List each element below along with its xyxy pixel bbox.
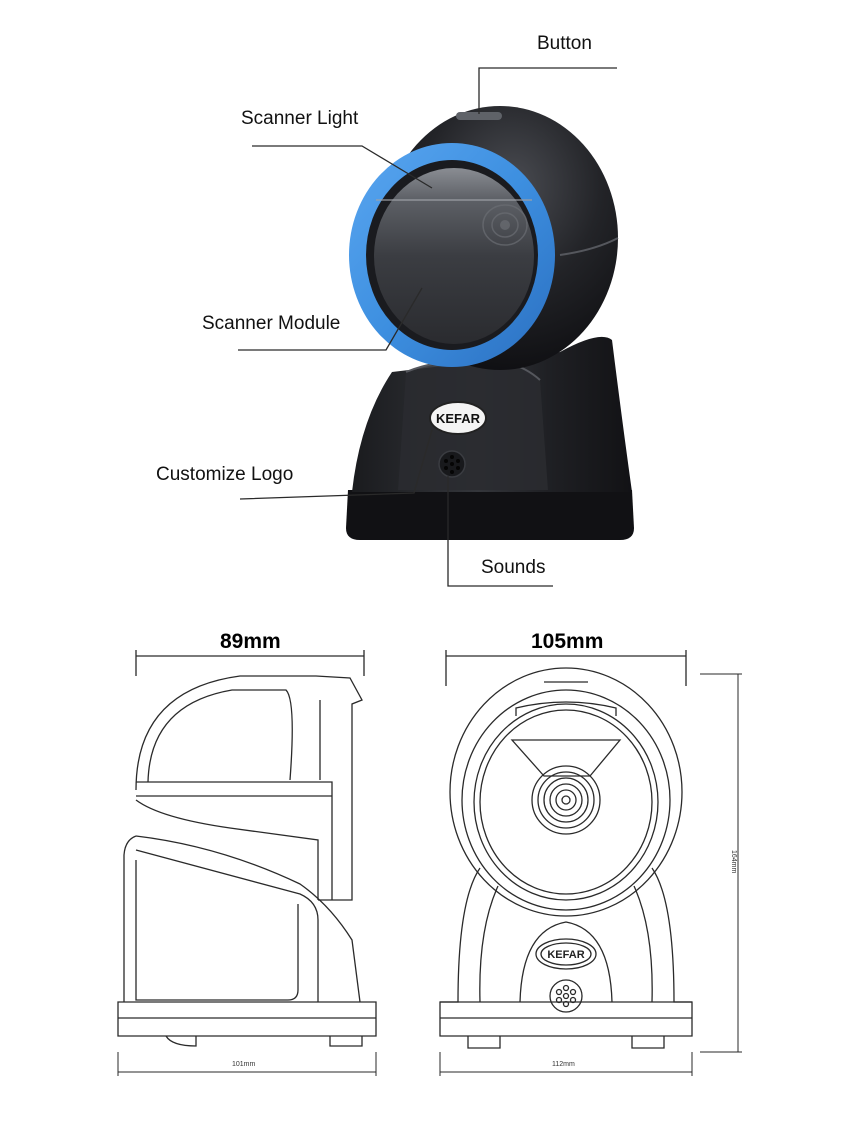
callout-sounds: Sounds bbox=[481, 557, 546, 578]
dim-side-base-line bbox=[117, 1052, 377, 1076]
dim-front-width-line bbox=[445, 650, 687, 686]
speaker-grille bbox=[438, 450, 466, 478]
top-button bbox=[456, 112, 502, 120]
callout-scanner-light: Scanner Light bbox=[241, 108, 359, 129]
dim-side-base-label: 101mm bbox=[232, 1061, 256, 1068]
logo-badge-text: KEFAR bbox=[436, 411, 481, 426]
callout-customize-logo: Customize Logo bbox=[156, 464, 294, 485]
callout-button: Button bbox=[537, 33, 592, 54]
front-view-drawing bbox=[439, 667, 693, 1049]
dim-side-depth-line bbox=[135, 650, 365, 676]
dim-height-line bbox=[700, 673, 742, 1053]
dim-front-width-label: 105mm bbox=[531, 630, 604, 653]
side-view-drawing bbox=[117, 675, 377, 1047]
technical-drawings: KEFAR bbox=[117, 650, 742, 1076]
dim-height-label: 164mm bbox=[730, 850, 737, 874]
dim-front-base-line bbox=[439, 1052, 693, 1076]
base-foot bbox=[346, 490, 634, 540]
scanner-photo: KEFAR bbox=[238, 67, 634, 587]
dim-front-base-label: 112mm bbox=[552, 1061, 575, 1068]
callout-lines bbox=[238, 67, 617, 587]
scanner-module-lens bbox=[374, 168, 534, 344]
front-view-logo-text: KEFAR bbox=[547, 949, 584, 961]
dim-side-depth-label: 89mm bbox=[220, 630, 281, 653]
logo-badge bbox=[429, 401, 487, 435]
callout-scanner-module: Scanner Module bbox=[202, 313, 341, 334]
